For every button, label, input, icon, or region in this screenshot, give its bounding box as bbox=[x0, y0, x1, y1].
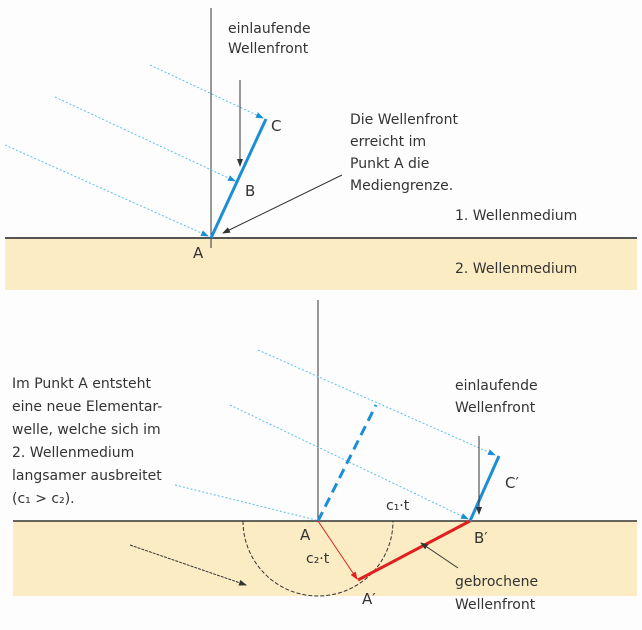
c2t-label: c₂·t bbox=[306, 551, 330, 567]
arrow-explanation bbox=[129, 544, 247, 586]
point-a-bottom: A bbox=[300, 526, 311, 544]
ray-3-top bbox=[149, 64, 264, 119]
wavefront-dashed bbox=[316, 404, 378, 522]
refracted-wavefront bbox=[357, 519, 471, 582]
ray-1-bottom bbox=[257, 349, 496, 456]
note-3: Punkt A die bbox=[350, 156, 429, 172]
medium2-area-bottom bbox=[13, 521, 637, 596]
point-b-prime: B′ bbox=[474, 529, 488, 547]
refracted-label-1: gebrochene bbox=[455, 574, 538, 590]
explanation-3: welle, welche sich im bbox=[12, 422, 161, 438]
wavefront-top bbox=[209, 118, 268, 239]
explanation-5: langsamer ausbreitet bbox=[12, 468, 162, 484]
note-1: Die Wellenfront bbox=[350, 112, 458, 128]
explanation-1: Im Punkt A entsteht bbox=[12, 376, 151, 392]
note-2: erreicht im bbox=[350, 134, 426, 150]
note-4: Mediengrenze. bbox=[350, 178, 453, 194]
medium2-area-top bbox=[5, 238, 637, 290]
incoming-label-bottom-2: Wellenfront bbox=[455, 400, 536, 416]
ray-1-top bbox=[4, 144, 209, 237]
medium1-label: 1. Wellenmedium bbox=[455, 208, 577, 224]
medium2-label: 2. Wellenmedium bbox=[455, 261, 577, 277]
arrow-refracted bbox=[420, 542, 459, 569]
point-c-prime: C′ bbox=[505, 474, 519, 492]
incoming-label-top-1: einlaufende bbox=[228, 21, 311, 37]
incoming-label-top-2: Wellenfront bbox=[228, 41, 309, 57]
ray-c2t bbox=[317, 520, 358, 580]
explanation-2: eine neue Elementar- bbox=[12, 399, 162, 415]
point-b-top: B bbox=[245, 182, 255, 200]
ray-3-bottom bbox=[174, 484, 317, 521]
wavefront-bottom bbox=[468, 455, 501, 522]
elementary-wave-arc bbox=[242, 520, 394, 597]
explanation-4: 2. Wellenmedium bbox=[12, 445, 134, 461]
refracted-label-2: Wellenfront bbox=[455, 597, 536, 613]
explanation-6: (c₁ > c₂). bbox=[12, 491, 75, 507]
point-c-top: C bbox=[271, 117, 281, 135]
ray-2-top bbox=[54, 96, 236, 182]
arrow-note-top bbox=[222, 174, 343, 234]
c1t-label: c₁·t bbox=[386, 498, 410, 514]
point-a-top: A bbox=[193, 244, 204, 262]
point-a-prime: A′ bbox=[362, 590, 376, 608]
incoming-label-bottom-1: einlaufende bbox=[455, 378, 538, 394]
